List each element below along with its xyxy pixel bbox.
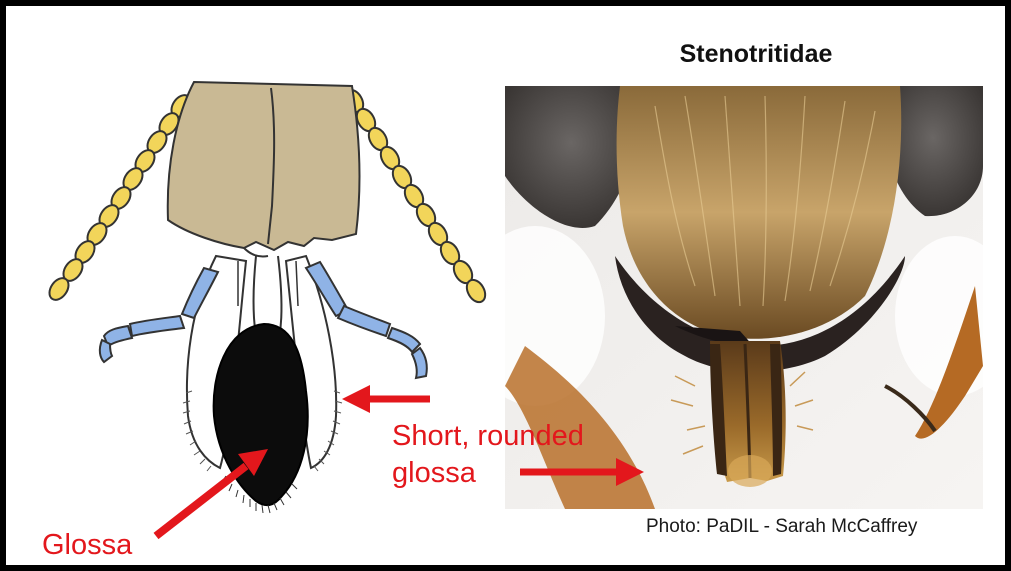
- short-rounded-label: Short, rounded: [392, 419, 584, 454]
- glossa-label: Glossa: [42, 528, 132, 563]
- glossa-shape: [214, 324, 308, 505]
- slide: Stenotritidae: [6, 6, 1005, 565]
- short-rounded-glossa-label: glossa: [392, 456, 476, 491]
- right-yellow-palp: [341, 87, 489, 306]
- photo-credit: Photo: PaDIL - Sarah McCaffrey: [646, 516, 917, 538]
- labrum: [168, 82, 360, 250]
